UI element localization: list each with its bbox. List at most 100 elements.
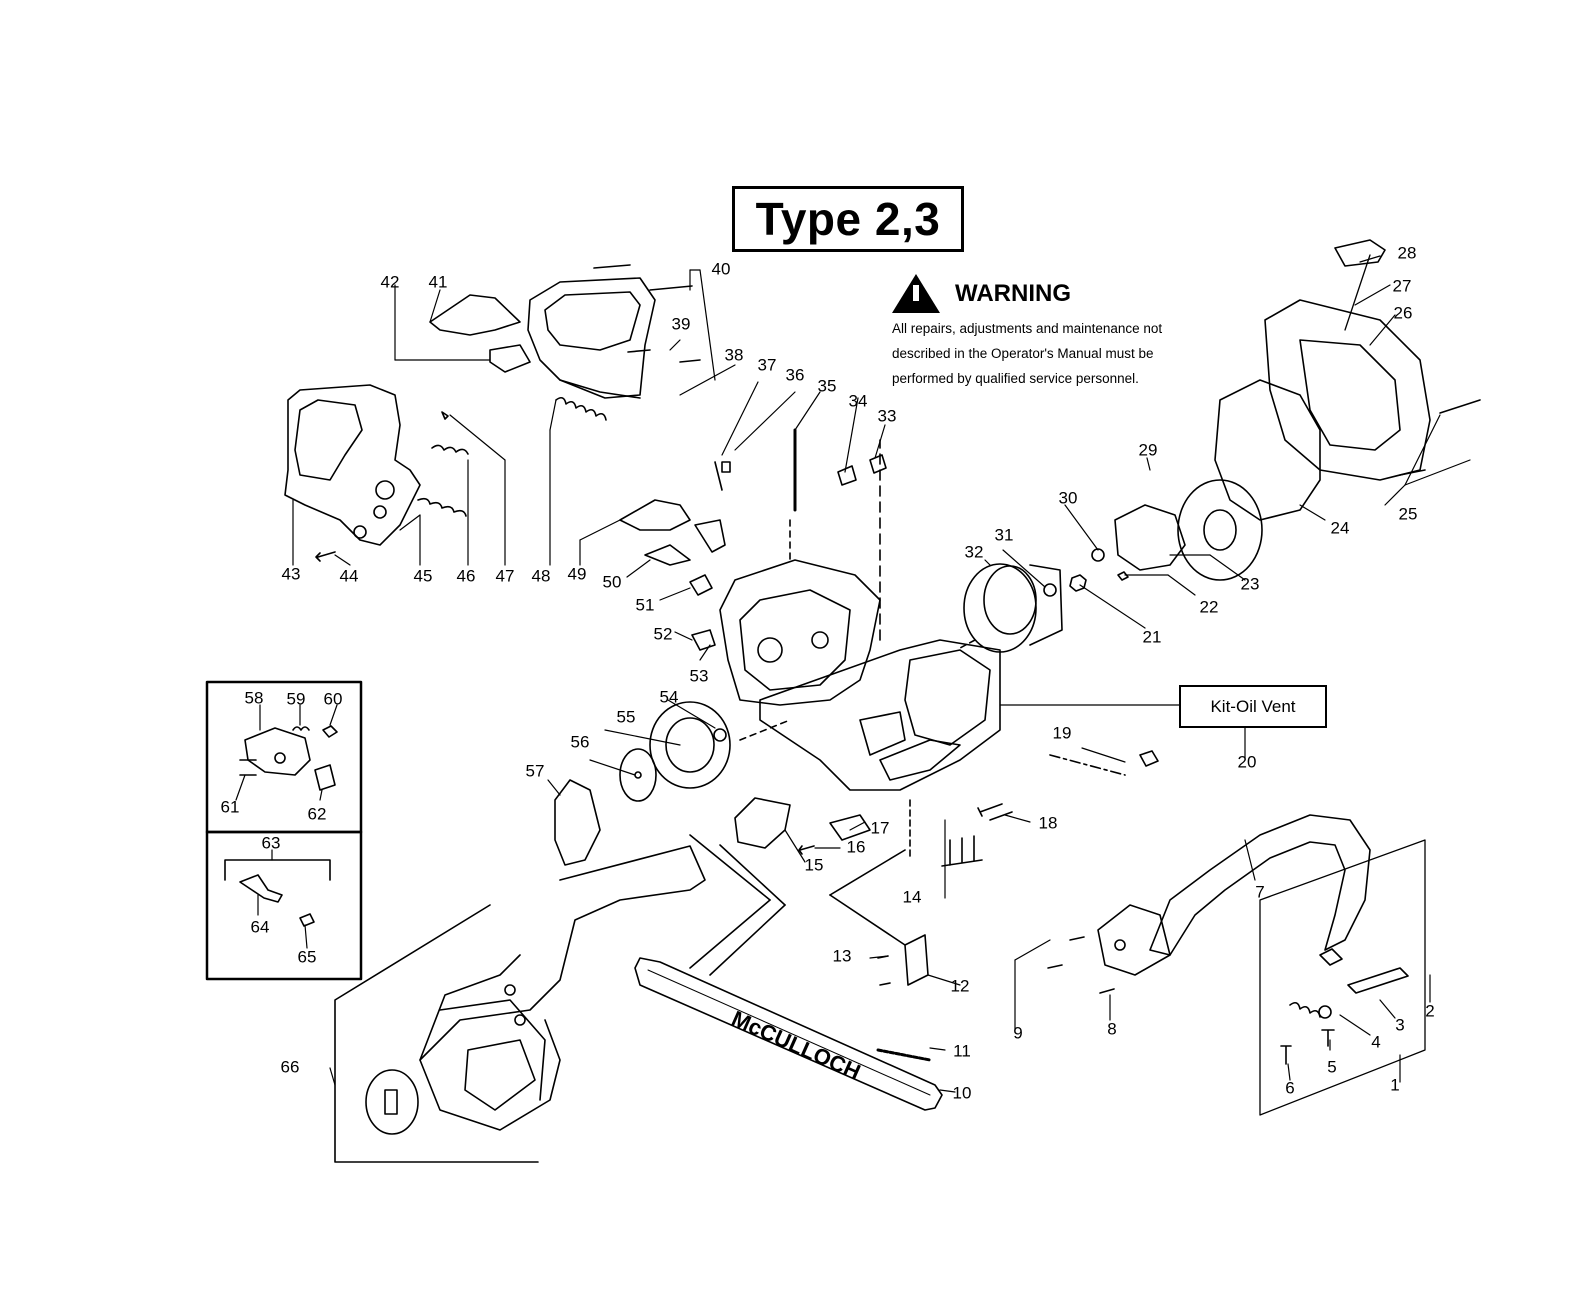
part-label-25: 25 bbox=[1399, 504, 1418, 523]
part-label-64: 64 bbox=[251, 917, 270, 936]
screw-44 bbox=[315, 551, 336, 562]
part-label-6: 6 bbox=[1285, 1078, 1294, 1097]
part-label-29: 29 bbox=[1139, 440, 1158, 459]
screws-13 bbox=[877, 955, 891, 986]
part-label-32: 32 bbox=[965, 542, 984, 561]
warning-line: performed by qualified service personnel… bbox=[892, 371, 1139, 386]
nut-21 bbox=[1069, 574, 1087, 592]
part-label-56: 56 bbox=[571, 732, 590, 751]
spring-45 bbox=[417, 497, 467, 517]
part-label-62: 62 bbox=[308, 804, 327, 823]
part-label-17: 17 bbox=[871, 818, 890, 837]
part-label-9: 9 bbox=[1013, 1023, 1022, 1042]
warning-line: described in the Operator's Manual must … bbox=[892, 346, 1154, 361]
warning-heading-row: WARNING bbox=[895, 276, 1071, 312]
clutch-drum bbox=[554, 701, 731, 866]
crankcase bbox=[719, 439, 1001, 791]
part-label-18: 18 bbox=[1039, 813, 1058, 832]
bolt-37 bbox=[721, 461, 731, 473]
part-label-43: 43 bbox=[282, 564, 301, 583]
part-label-51: 51 bbox=[636, 595, 655, 614]
bolt-16 bbox=[798, 845, 815, 855]
screws-9 bbox=[1047, 936, 1085, 969]
part-label-52: 52 bbox=[654, 624, 673, 643]
starter-pulley bbox=[1091, 479, 1263, 581]
part-label-46: 46 bbox=[457, 566, 476, 585]
part-label-8: 8 bbox=[1107, 1019, 1116, 1038]
bar-brand-text: McCULLOCH bbox=[728, 1006, 864, 1085]
part-label-34: 34 bbox=[849, 391, 868, 410]
flywheel-32 bbox=[959, 563, 1063, 653]
top-handle-assembly bbox=[429, 264, 701, 399]
part-label-27: 27 bbox=[1393, 276, 1412, 295]
part-label-19: 19 bbox=[1053, 723, 1072, 742]
part-label-57: 57 bbox=[526, 761, 545, 780]
part-label-45: 45 bbox=[414, 566, 433, 585]
part-label-63: 63 bbox=[262, 833, 281, 852]
kit-oil-vent-label: Kit-Oil Vent bbox=[1210, 696, 1296, 716]
part-label-36: 36 bbox=[786, 365, 805, 384]
part-label-59: 59 bbox=[287, 689, 306, 708]
clips-14 bbox=[941, 835, 983, 867]
part-33 bbox=[869, 454, 887, 474]
part-label-30: 30 bbox=[1059, 488, 1078, 507]
pin-47 bbox=[441, 411, 449, 420]
spring-46 bbox=[431, 444, 469, 455]
part-label-40: 40 bbox=[712, 259, 731, 278]
plug-19 bbox=[1139, 750, 1159, 767]
part-label-54: 54 bbox=[660, 687, 679, 706]
part-label-14: 14 bbox=[903, 887, 922, 906]
spike-12 bbox=[904, 934, 929, 986]
warning-text: All repairs, adjustments and maintenance… bbox=[892, 316, 1222, 391]
part-label-41: 41 bbox=[429, 272, 448, 291]
part-label-65: 65 bbox=[298, 947, 317, 966]
part-label-22: 22 bbox=[1200, 597, 1219, 616]
front-handlebar-7 bbox=[1097, 814, 1371, 976]
part-label-53: 53 bbox=[690, 666, 709, 685]
chain-11 bbox=[876, 1048, 932, 1062]
part-label-66: 66 bbox=[281, 1057, 300, 1076]
front-handle-43 bbox=[284, 384, 421, 546]
part-label-12: 12 bbox=[951, 976, 970, 995]
oil-pump-parts bbox=[224, 725, 338, 927]
part-label-16: 16 bbox=[847, 837, 866, 856]
part-label-60: 60 bbox=[324, 689, 343, 708]
part-label-15: 15 bbox=[805, 855, 824, 874]
part-label-1: 1 bbox=[1390, 1075, 1399, 1094]
spring-48 bbox=[555, 396, 607, 421]
pins-18 bbox=[977, 803, 1013, 821]
part-label-55: 55 bbox=[617, 707, 636, 726]
part-label-7: 7 bbox=[1255, 882, 1264, 901]
part-label-11: 11 bbox=[953, 1041, 971, 1060]
part-label-58: 58 bbox=[245, 688, 264, 707]
part-label-37: 37 bbox=[758, 355, 777, 374]
part-label-20: 20 bbox=[1238, 752, 1257, 771]
plate-15 bbox=[734, 797, 791, 849]
warning-heading: WARNING bbox=[955, 280, 1071, 307]
part-label-4: 4 bbox=[1371, 1032, 1380, 1051]
screw-8 bbox=[1099, 988, 1115, 994]
bracket-line-66 bbox=[334, 904, 539, 1163]
washer-31 bbox=[1043, 583, 1057, 597]
part-34 bbox=[837, 465, 857, 486]
part-label-23: 23 bbox=[1241, 574, 1260, 593]
guide-bar-10 bbox=[634, 957, 943, 1111]
part-17 bbox=[829, 814, 871, 841]
part-label-5: 5 bbox=[1327, 1057, 1336, 1076]
part-label-26: 26 bbox=[1394, 303, 1413, 322]
warning-triangle-icon bbox=[892, 274, 940, 313]
part-label-49: 49 bbox=[568, 564, 587, 583]
part-label-13: 13 bbox=[833, 946, 852, 965]
starter-housing bbox=[1214, 239, 1481, 521]
part-label-44: 44 bbox=[340, 566, 359, 585]
part-label-24: 24 bbox=[1331, 518, 1350, 537]
part-label-2: 2 bbox=[1425, 1001, 1434, 1020]
part-label-10: 10 bbox=[953, 1083, 972, 1102]
side-cover-66 bbox=[365, 845, 706, 1135]
part-label-39: 39 bbox=[672, 314, 691, 333]
leader-lines bbox=[235, 255, 1471, 1093]
part-label-42: 42 bbox=[381, 272, 400, 291]
av-assembly bbox=[1259, 839, 1426, 1116]
part-label-28: 28 bbox=[1398, 243, 1417, 262]
type-title: Type 2,3 bbox=[755, 193, 941, 245]
